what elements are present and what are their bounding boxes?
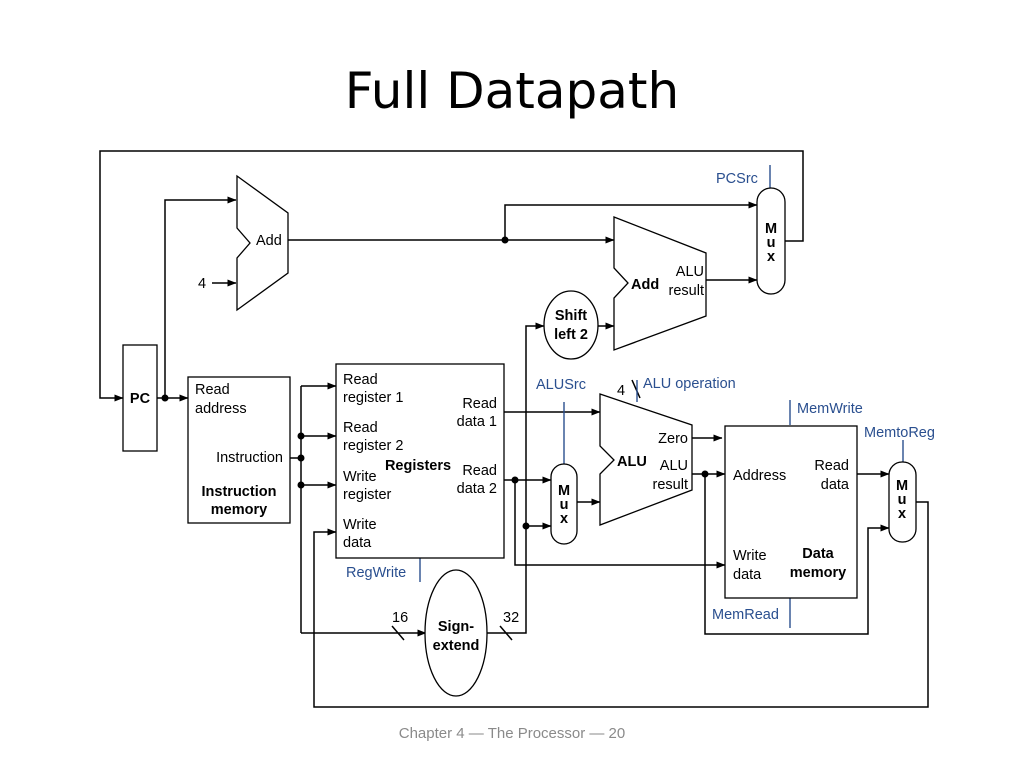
branch-adder-result-2: result	[669, 283, 704, 299]
sign-extend-label-2: extend	[433, 638, 480, 654]
rf-write-data-1: Write	[343, 517, 377, 533]
dmem-write-data-2: data	[733, 567, 762, 583]
pcsrc-mux: M u x	[756, 187, 786, 295]
alu-result-1: ALU	[660, 458, 688, 474]
mux-letter: x	[767, 249, 775, 265]
control-lines	[419, 165, 904, 628]
slide-footer: Chapter 4 — The Processor — 20	[398, 725, 626, 742]
shift-left-label-2: left 2	[554, 327, 588, 343]
register-file: Read register 1 Read register 2 Write re…	[335, 363, 505, 559]
mux-letter: M	[558, 483, 570, 499]
rf-read-reg2-2: register 2	[343, 438, 403, 454]
imem-read-address-label-2: address	[195, 401, 247, 417]
shift-left-label-1: Shift	[555, 308, 587, 324]
page-title: Full Datapath	[344, 62, 680, 120]
instruction-memory: Read address Instruction Instruction mem…	[187, 376, 291, 524]
alu-op-width: 4	[617, 383, 625, 399]
constant-four: 4	[198, 276, 206, 292]
bus-width-32: 32	[503, 610, 519, 626]
control-pcsrc: PCSrc	[716, 171, 758, 187]
dmem-read-data-2: data	[821, 477, 850, 493]
mux-letter: u	[767, 235, 776, 251]
imem-read-address-label-1: Read	[195, 382, 230, 398]
rf-read-data2-1: Read	[462, 463, 497, 479]
alusrc-mux: M u x	[550, 463, 578, 545]
rf-read-reg1-2: register 1	[343, 390, 403, 406]
branch-adder-label: Add	[631, 277, 659, 293]
control-alusrc: ALUSrc	[536, 377, 586, 393]
alu-result-2: result	[653, 477, 688, 493]
control-regwrite: RegWrite	[346, 565, 406, 581]
dmem-read-data-1: Read	[814, 458, 849, 474]
wires	[99, 150, 929, 708]
rf-read-reg2-1: Read	[343, 420, 378, 436]
dmem-name-2: memory	[790, 565, 846, 581]
branch-adder: Add ALU result	[613, 216, 707, 351]
mux-letter: x	[898, 506, 906, 522]
mux-letter: M	[896, 478, 908, 494]
mux-letter: x	[560, 511, 568, 527]
rf-write-reg-2: register	[343, 487, 392, 503]
pc-adder: Add	[236, 174, 289, 312]
dmem-address-label: Address	[733, 468, 786, 484]
control-memwrite: MemWrite	[797, 401, 863, 417]
rf-read-reg1-1: Read	[343, 372, 378, 388]
dmem-name-1: Data	[802, 546, 834, 562]
rf-write-reg-1: Write	[343, 469, 377, 485]
imem-name-1: Instruction	[202, 484, 277, 500]
mux-letter: u	[560, 497, 569, 513]
branch-adder-result-1: ALU	[676, 264, 704, 280]
pc-adder-label: Add	[256, 233, 282, 249]
shift-left-2-unit: Shift left 2	[543, 290, 599, 360]
alu-zero-label: Zero	[658, 431, 688, 447]
imem-name-2: memory	[211, 502, 267, 518]
bus-width-16: 16	[392, 610, 408, 626]
mux-letter: u	[898, 492, 907, 508]
control-memtoreg: MemtoReg	[864, 425, 935, 441]
control-alu-operation: ALU operation	[643, 376, 736, 392]
data-memory: Address Read data Write data Data memory	[724, 425, 858, 599]
rf-read-data2-2: data 2	[457, 481, 497, 497]
rf-read-data1-2: data 1	[457, 414, 497, 430]
rf-read-data1-1: Read	[462, 396, 497, 412]
pc-register: PC	[122, 344, 158, 452]
mux-letter: M	[765, 221, 777, 237]
alu-unit: ALU Zero ALU result	[599, 393, 693, 526]
control-memread: MemRead	[712, 607, 779, 623]
pc-label: PC	[130, 391, 151, 407]
sign-extend-label-1: Sign-	[438, 619, 474, 635]
sign-extend-unit: Sign- extend	[424, 569, 488, 697]
dmem-write-data-1: Write	[733, 548, 767, 564]
imem-instruction-label: Instruction	[216, 450, 283, 466]
alu-label: ALU	[617, 454, 647, 470]
memtoreg-mux: M u x	[888, 461, 917, 543]
rf-name: Registers	[385, 458, 451, 474]
rf-write-data-2: data	[343, 535, 372, 551]
